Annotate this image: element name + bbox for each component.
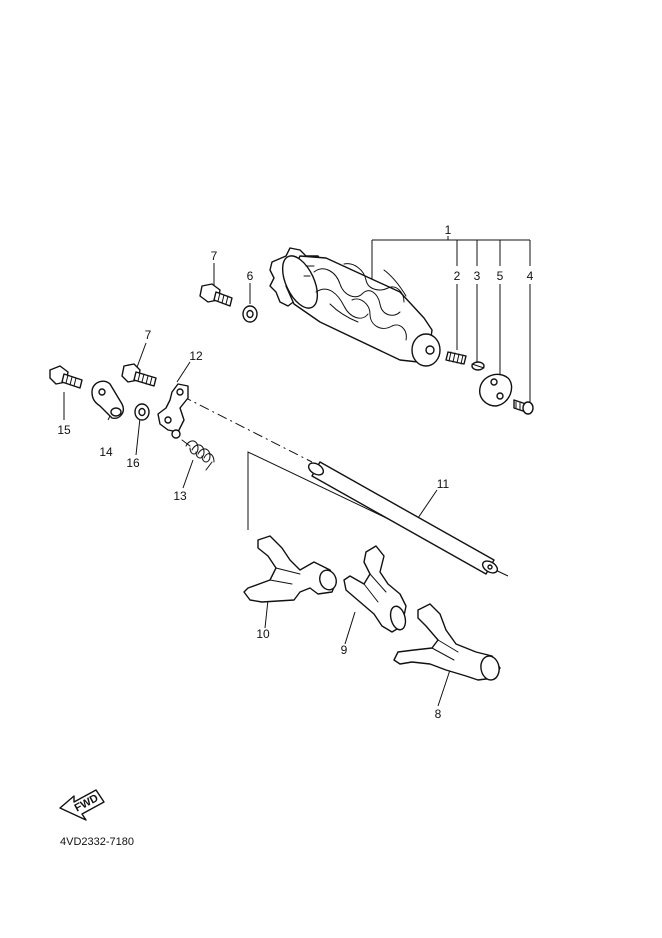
callout-7-upper: 7 [211,249,218,263]
callout-1: 1 [445,223,452,237]
callout-2: 2 [454,269,461,283]
callout-5: 5 [497,269,504,283]
shift-lever-icon [157,383,189,439]
bolt-icon [199,283,233,307]
torsion-spring-icon [181,439,215,471]
callout-12: 12 [189,349,203,363]
callout-8: 8 [435,707,442,721]
callout-3: 3 [474,269,481,283]
detent-pin-icon [471,361,485,371]
diagram-code: 4VD2332-7180 [60,836,134,848]
callout-14: 14 [99,445,113,459]
shift-fork-icon [393,603,501,681]
shift-drum-icon [269,247,441,367]
callout-11: 11 [437,477,450,491]
bolt-icon [121,363,157,387]
forward-direction-arrow-icon: FWD [59,789,105,821]
shift-fork-icon [343,545,407,633]
callout-9: 9 [341,643,348,657]
bolt-icon [49,365,83,389]
assembly-axis [181,395,313,463]
shift-fork-icon [243,535,337,603]
callout-labels: 1 2 3 4 5 6 7 7 8 9 10 11 12 13 14 15 16 [57,223,533,721]
callout-7-left: 7 [145,328,152,342]
callout-15: 15 [57,423,71,437]
callout-6: 6 [247,269,254,283]
stopper-lever-icon [91,380,124,419]
screw-icon [513,399,534,415]
callout-16: 16 [126,456,140,470]
detent-spring-icon [445,351,467,365]
callout-4: 4 [527,269,534,283]
callout-10: 10 [256,627,270,641]
washer-icon [242,305,258,323]
callout-13: 13 [173,489,187,503]
fork-guide-bar-icon [307,461,499,575]
washer-icon [134,403,150,421]
stopper-plate-icon [479,373,513,407]
